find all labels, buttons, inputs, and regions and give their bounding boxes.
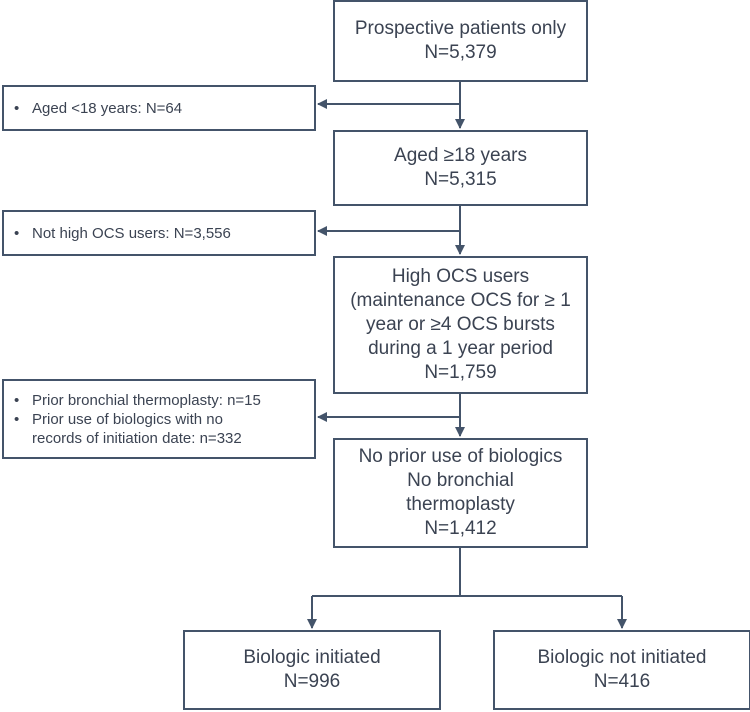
box-high-ocs-users: High OCS users (maintenance OCS for ≥ 1 … bbox=[333, 256, 588, 394]
exclusion-box-prior-treatment: Prior bronchial thermoplasty: n=15 Prior… bbox=[2, 379, 316, 459]
box-highocs-line-3: year or ≥4 OCS bursts bbox=[366, 314, 555, 335]
box-initiated-line-2: N=996 bbox=[283, 671, 341, 692]
box-noprior-line-3: thermoplasty bbox=[406, 494, 515, 515]
box-highocs-line-2: (maintenance OCS for ≥ 1 bbox=[350, 290, 571, 311]
exclusion-age-item: Aged <18 years: N=64 bbox=[14, 99, 314, 118]
box-highocs-line-1: High OCS users bbox=[391, 266, 530, 287]
box-biologic-initiated: Biologic initiated N=996 bbox=[183, 630, 441, 710]
box-initiated-line-1: Biologic initiated bbox=[243, 647, 381, 668]
box-biologic-not-initiated: Biologic not initiated N=416 bbox=[493, 630, 750, 710]
exclusion-box-age: Aged <18 years: N=64 bbox=[2, 85, 316, 131]
box-noprior-line-1: No prior use of biologics bbox=[358, 446, 563, 467]
exclusion-age-list: Aged <18 years: N=64 bbox=[4, 99, 314, 118]
box-notinitiated-line-1: Biologic not initiated bbox=[537, 647, 707, 668]
box-prospective-patients: Prospective patients only N=5,379 bbox=[333, 0, 588, 82]
box-aged-line-2: N=5,315 bbox=[424, 169, 497, 190]
exclusion-prior-list: Prior bronchial thermoplasty: n=15 Prior… bbox=[4, 391, 314, 448]
box-highocs-line-4: during a 1 year period bbox=[368, 338, 553, 359]
exclusion-box-ocs: Not high OCS users: N=3,556 bbox=[2, 210, 316, 256]
exclusion-prior-item-biologics-cont: records of initiation date: n=332 bbox=[32, 429, 242, 447]
exclusion-ocs-list: Not high OCS users: N=3,556 bbox=[4, 224, 314, 243]
box-noprior-line-4: N=1,412 bbox=[424, 518, 497, 539]
box-aged-18-plus: Aged ≥18 years N=5,315 bbox=[333, 130, 588, 206]
box-no-prior-biologics: No prior use of biologics No bronchial t… bbox=[333, 438, 588, 548]
exclusion-prior-item-biologics: Prior use of biologics with no bbox=[14, 410, 314, 429]
box-highocs-line-5: N=1,759 bbox=[424, 362, 497, 383]
box-prospective-line-2: N=5,379 bbox=[424, 42, 497, 63]
exclusion-prior-item-thermoplasty: Prior bronchial thermoplasty: n=15 bbox=[14, 391, 314, 410]
box-noprior-line-2: No bronchial bbox=[407, 470, 514, 491]
exclusion-ocs-item: Not high OCS users: N=3,556 bbox=[14, 224, 314, 243]
box-notinitiated-line-2: N=416 bbox=[593, 671, 651, 692]
box-prospective-line-1: Prospective patients only bbox=[354, 18, 567, 39]
box-aged-line-1: Aged ≥18 years bbox=[394, 145, 527, 166]
